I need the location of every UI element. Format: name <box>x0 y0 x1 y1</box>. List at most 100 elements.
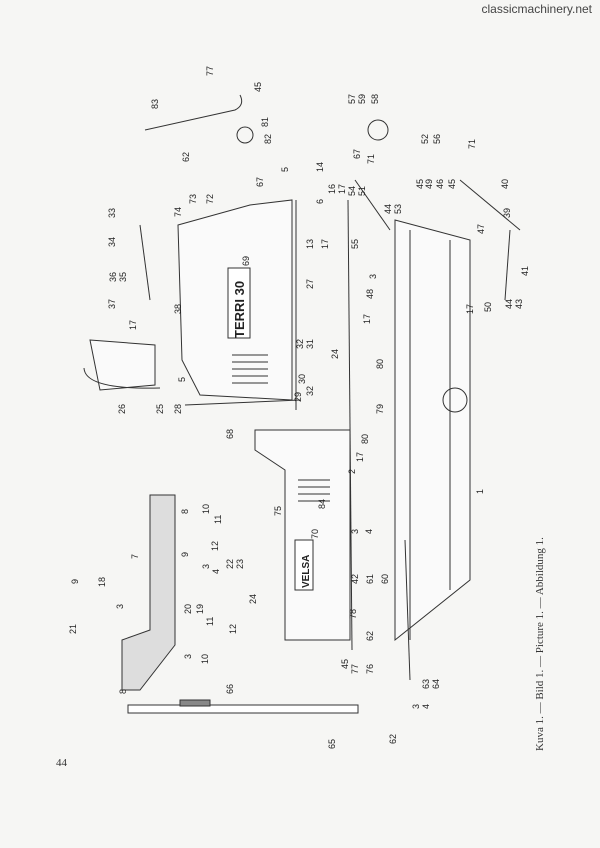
part-callout: 3 <box>350 529 360 534</box>
chassis-part <box>394 219 471 642</box>
shaft-part <box>459 179 521 231</box>
part-callout: 3 <box>411 704 421 709</box>
part-callout: 12 <box>210 541 220 551</box>
part-callout: 10 <box>201 504 211 514</box>
part-callout: 45 <box>447 179 457 189</box>
part-callout: 11 <box>205 617 215 626</box>
part-callout: 67 <box>255 177 265 187</box>
part-callout: 16 <box>327 184 337 194</box>
part-callout: 40 <box>500 179 510 189</box>
part-callout: 67 <box>352 149 362 159</box>
part-callout: 31 <box>305 339 315 349</box>
part-callout: 82 <box>263 134 273 144</box>
part-callout: 29 <box>293 392 303 402</box>
long-bar-part <box>127 704 359 714</box>
velsa-label: VELSA <box>301 555 312 588</box>
shaft-part <box>354 179 391 231</box>
part-callout: 38 <box>173 304 183 314</box>
part-callout: 65 <box>327 739 337 749</box>
part-callout: 59 <box>357 94 367 104</box>
part-callout: 42 <box>350 574 360 584</box>
part-callout: 4 <box>421 704 431 709</box>
part-callout: 75 <box>273 506 283 516</box>
part-callout: 49 <box>424 179 434 189</box>
part-callout: 71 <box>467 139 477 149</box>
terri-badge <box>227 267 251 339</box>
part-callout: 26 <box>117 404 127 414</box>
part-callout: 73 <box>188 194 198 204</box>
part-callout: 60 <box>380 574 390 584</box>
part-callout: 22 <box>225 559 235 569</box>
part-callout: 81 <box>260 117 270 127</box>
part-callout: 9 <box>70 579 80 584</box>
part-callout: 63 <box>421 679 431 689</box>
part-callout: 1 <box>475 489 485 494</box>
part-callout: 3 <box>201 564 211 569</box>
part-callout: 56 <box>432 134 442 144</box>
page-number: 44 <box>56 757 67 769</box>
part-callout: 66 <box>225 684 235 694</box>
part-callout: 11 <box>213 515 223 524</box>
part-callout: 54 <box>347 186 357 196</box>
part-callout: 33 <box>107 208 117 218</box>
lever-part <box>144 94 243 131</box>
part-callout: 72 <box>205 194 215 204</box>
grip-part <box>179 699 211 707</box>
part-callout: 13 <box>305 239 315 249</box>
part-callout: 28 <box>173 404 183 414</box>
part-callout: 19 <box>195 604 205 614</box>
velsa-badge <box>294 539 314 591</box>
part-callout: 74 <box>173 207 183 217</box>
part-callout: 2 <box>347 469 357 474</box>
part-callout: 37 <box>107 299 117 309</box>
part-callout: 8 <box>180 509 190 514</box>
part-callout: 17 <box>362 314 372 324</box>
part-callout: 68 <box>225 429 235 439</box>
part-callout: 24 <box>330 349 340 359</box>
part-callout: 34 <box>107 237 117 247</box>
part-callout: 5 <box>280 167 290 172</box>
part-callout: 47 <box>476 224 486 234</box>
side-panel-part <box>254 429 351 641</box>
part-callout: 5 <box>177 377 187 382</box>
shaft-part <box>404 539 411 681</box>
part-callout: 69 <box>241 256 251 266</box>
part-callout: 9 <box>180 552 190 557</box>
knob-part <box>236 126 254 144</box>
part-callout: 3 <box>115 604 125 609</box>
part-callout: 53 <box>393 204 403 214</box>
part-callout: 30 <box>297 374 307 384</box>
part-callout: 17 <box>465 304 475 314</box>
part-callout: 12 <box>228 624 238 634</box>
part-callout: 45 <box>340 659 350 669</box>
part-callout: 61 <box>365 574 375 584</box>
part-callout: 41 <box>520 266 530 276</box>
part-callout: 25 <box>155 404 165 414</box>
part-callout: 43 <box>514 299 524 309</box>
part-callout: 17 <box>128 320 138 330</box>
part-callout: 6 <box>315 199 325 204</box>
hood-vents <box>232 354 268 384</box>
terri-label: TERRI 30 <box>232 281 247 338</box>
part-callout: 64 <box>431 679 441 689</box>
part-callout: 46 <box>435 179 445 189</box>
part-callout: 3 <box>368 274 378 279</box>
watermark: classicmachinery.net <box>481 2 592 16</box>
part-callout: 39 <box>502 208 512 218</box>
part-callout: 70 <box>310 529 320 539</box>
part-callout: 71 <box>366 154 376 164</box>
rail-part <box>184 399 301 406</box>
part-callout: 4 <box>211 569 221 574</box>
part-callout: 62 <box>388 734 398 744</box>
part-callout: 77 <box>205 66 215 76</box>
part-callout: 8 <box>118 689 128 694</box>
part-callout: 7 <box>130 554 140 559</box>
panel-vents <box>298 479 330 502</box>
part-callout: 23 <box>235 559 245 569</box>
part-callout: 79 <box>375 404 385 414</box>
part-callout: 27 <box>305 279 315 289</box>
part-callout: 4 <box>364 529 374 534</box>
pulley-part <box>367 119 389 141</box>
